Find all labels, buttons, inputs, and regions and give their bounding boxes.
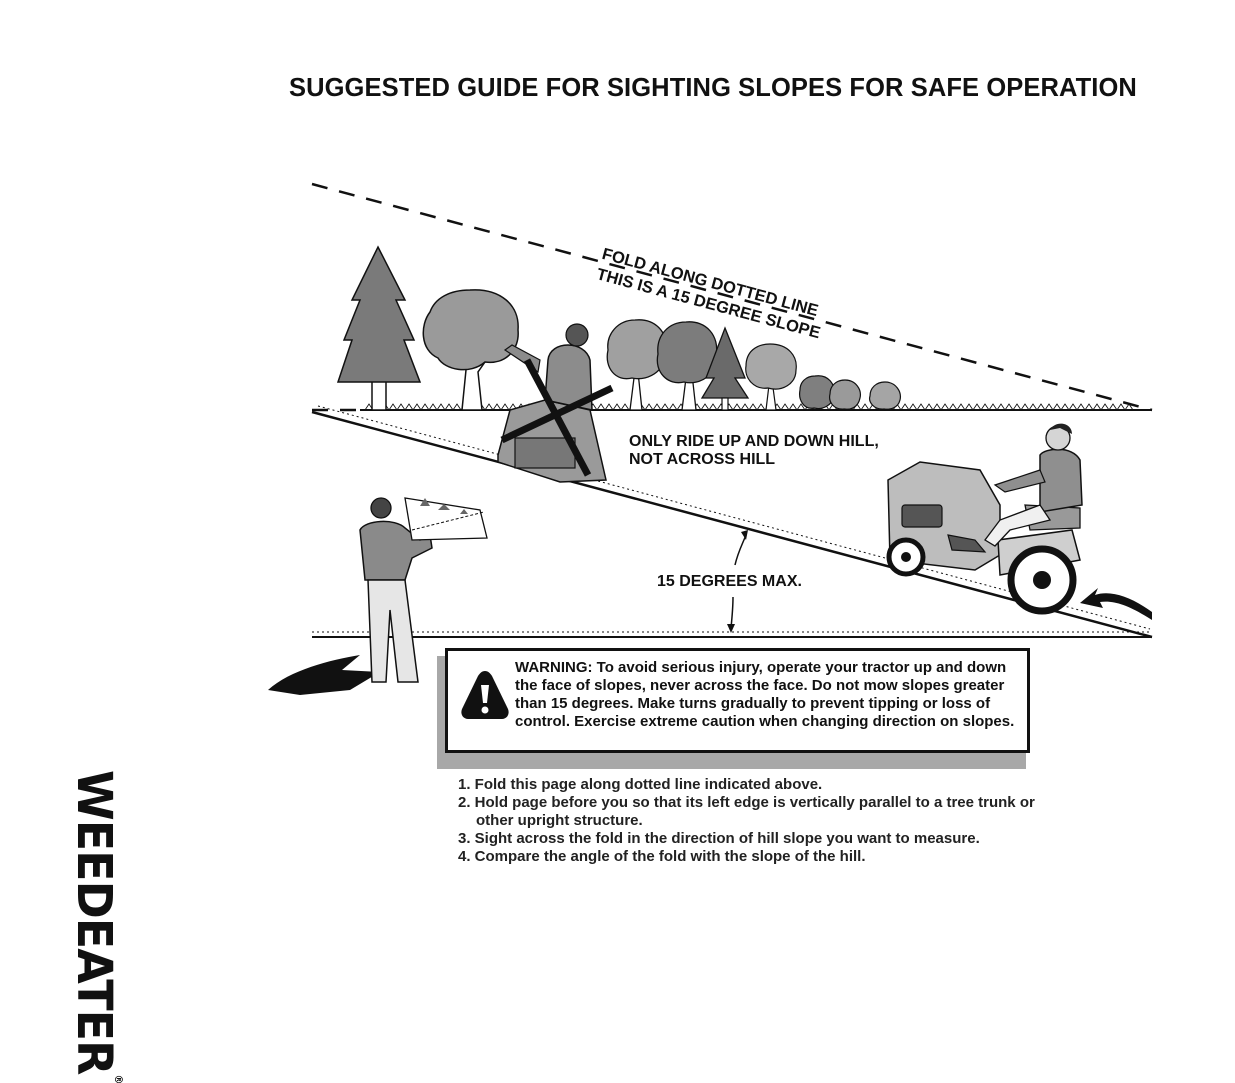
ride-direction-note: ONLY RIDE UP AND DOWN HILL, NOT ACROSS H… (629, 433, 879, 469)
angle-label: 15 DEGREES MAX. (657, 573, 802, 590)
instructions-list: 1. Fold this page along dotted line indi… (458, 776, 1058, 866)
instruction-item: 1. Fold this page along dotted line indi… (458, 776, 823, 793)
angle-indicator (727, 530, 748, 633)
cross-out-stroke-2 (500, 384, 614, 444)
direction-arrow-icon (1080, 588, 1152, 620)
instruction-item: 3. Sight across the fold in the directio… (458, 830, 980, 847)
warning-text: WARNING: To avoid serious injury, operat… (515, 659, 1015, 730)
page-title: SUGGESTED GUIDE FOR SIGHTING SLOPES FOR … (289, 74, 1137, 102)
tractor-up-down-illustration (886, 423, 1083, 615)
warning-box: WARNING: To avoid serious injury, operat… (445, 648, 1030, 753)
upper-grass-line (360, 403, 1152, 411)
ride-note-line1: ONLY RIDE UP AND DOWN HILL, (629, 433, 879, 450)
ride-note-line2: NOT ACROSS HILL (629, 451, 776, 468)
tractor-across-slope-illustration (497, 323, 614, 483)
held-paper-icon (404, 497, 488, 541)
instruction-item: 4. Compare the angle of the fold with th… (458, 848, 866, 865)
pine-tree-left (336, 245, 422, 411)
trees-group (336, 245, 901, 411)
small-tree-1 (799, 375, 835, 410)
instruction-item: 2. Hold page before you so that its left… (458, 794, 1035, 829)
pine-tree-mid (700, 326, 750, 411)
warning-triangle-icon (461, 671, 509, 719)
hill-slope-line (311, 405, 1153, 639)
round-tree-left (422, 289, 519, 411)
person-sighting-illustration (268, 497, 488, 695)
slope-diagram (268, 182, 1153, 695)
small-tree-2 (829, 379, 861, 410)
lower-grass-line (312, 631, 1152, 638)
fold-dashed-line (311, 182, 1153, 412)
round-tree-mid-3 (745, 343, 797, 411)
round-tree-mid-2 (656, 321, 718, 411)
registered-mark: ® (111, 1074, 124, 1083)
small-tree-3 (869, 381, 901, 410)
